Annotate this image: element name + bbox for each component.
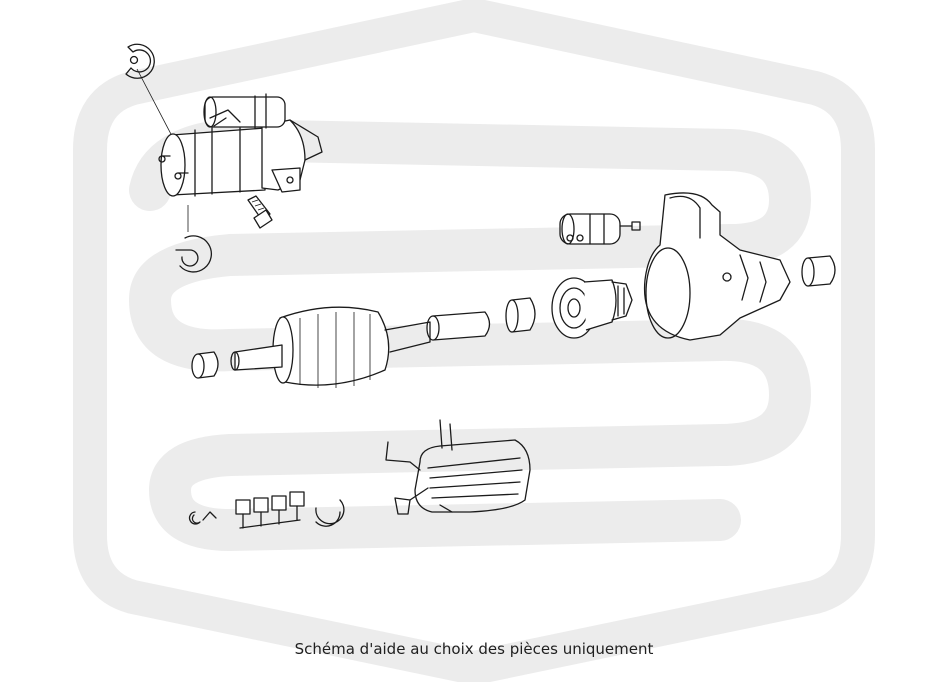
bolt-icon — [247, 195, 273, 229]
pinion-drive-icon — [551, 277, 633, 339]
bushing-icon — [191, 351, 219, 379]
brush-holder-icon — [235, 491, 345, 529]
caption: Schéma d'aide au choix des pièces unique… — [294, 640, 654, 658]
brand-watermark-icon — [73, 0, 875, 685]
armature-icon — [230, 306, 431, 388]
starter-motor-assembly-icon — [158, 93, 323, 197]
spring-icon — [188, 511, 217, 525]
field-coil-icon — [385, 419, 531, 515]
drive-end-housing-icon — [643, 192, 791, 341]
solenoid-switch-icon — [559, 213, 641, 245]
bushing-icon — [426, 297, 536, 341]
circlip-icon — [125, 43, 174, 139]
lock-washer-icon — [175, 205, 212, 273]
bushing-icon — [801, 255, 836, 287]
